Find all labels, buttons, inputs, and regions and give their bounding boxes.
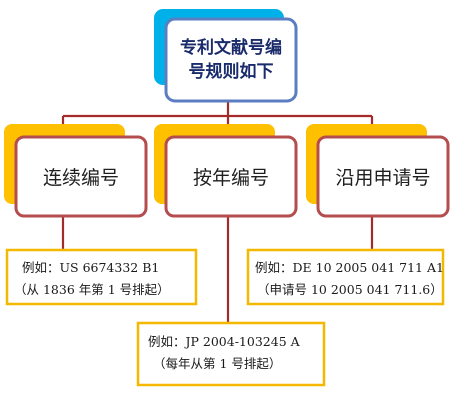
example-box-by-year: 例如：JP 2004-103245 A （每年从第 1 号排起）	[136, 321, 326, 387]
example-box-application-number: 例如：DE 10 2005 041 711 A1 （申请号 10 2005 04…	[246, 248, 445, 306]
example-1-line1: 例如：US 6674332 B1	[22, 260, 159, 275]
category-node-application-number: 沿用申请号	[306, 124, 450, 218]
category-node-by-year: 按年编号	[154, 124, 298, 218]
category-node-2-label: 按年编号	[193, 167, 269, 189]
category-node-3-label: 沿用申请号	[335, 167, 430, 189]
example-2-line1: 例如：JP 2004-103245 A	[148, 334, 301, 349]
category-node-consecutive: 连续编号	[4, 124, 148, 218]
example-2-line2: （每年从第 1 号排起）	[153, 356, 281, 371]
example-3-line1: 例如：DE 10 2005 041 711 A1	[255, 260, 444, 275]
root-title-line2: 号规则如下	[189, 61, 274, 82]
example-box-consecutive: 例如：US 6674332 B1 （从 1836 年第 1 号排起）	[5, 248, 198, 306]
example-1-line2: （从 1836 年第 1 号排起）	[14, 282, 170, 297]
example-box-1-frame	[5, 248, 198, 306]
root-title-line1: 专利文献号编	[180, 37, 282, 58]
example-box-2-frame	[136, 321, 326, 387]
example-3-line2: （申请号 10 2005 041 711.6）	[257, 282, 443, 297]
example-box-3-frame	[246, 248, 445, 306]
root-node-box	[164, 17, 298, 103]
category-node-2-box	[164, 135, 298, 218]
root-node: 专利文献号编 号规则如下	[154, 9, 298, 103]
category-node-1-label: 连续编号	[43, 167, 119, 189]
category-node-1-box	[14, 135, 148, 218]
category-node-3-box	[316, 135, 450, 218]
